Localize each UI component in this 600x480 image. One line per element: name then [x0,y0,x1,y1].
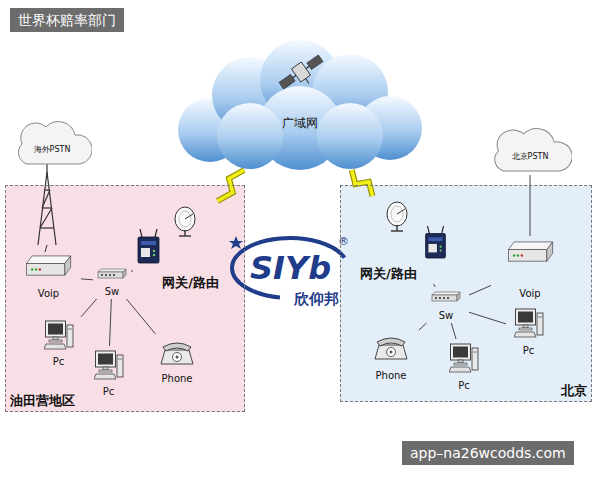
node-outline [12,118,92,168]
logo-star [229,236,243,249]
phone-icon: Phone [151,334,203,386]
node-outline [488,125,572,175]
device-icon [97,268,127,280]
node-label: 网关/路由 [162,275,219,291]
gateway-router: 网关/路由 [356,196,459,284]
cable-line [469,312,506,324]
voip-gateway: Voip [491,236,569,301]
cable-line [469,285,491,295]
device-icon [423,226,448,259]
node-label: 北京 [561,383,587,399]
device-icon [431,291,461,303]
radio-tower [38,160,56,245]
pstn-cloud: 海外PSTN [12,118,92,168]
watermark: app–na26wcodds.com [402,441,574,465]
node-label: Pc [53,356,65,368]
pc-icon: Pc [506,304,551,358]
node-label: Voip [38,288,59,300]
antenna-wire [45,245,47,252]
wireless-link-core [352,170,373,196]
device-icon [159,338,195,366]
wireless-link [352,170,373,196]
node-label: 海外PSTN [34,145,71,155]
logo-text: SIYb [250,252,331,284]
wan-cloud: 广域网 [175,40,425,170]
switch: Sw [93,264,131,299]
node-label: Phone [376,370,407,382]
node-label: Voip [519,288,540,300]
device-icon [171,206,201,238]
switch: Sw [423,287,469,323]
device-icon [44,319,74,351]
gateway-router: 网关/路由 [133,201,223,293]
network-cable [81,299,97,317]
cable-line [434,284,436,287]
device-icon [383,201,413,233]
node-label: 广域网 [282,116,318,130]
satellite [277,52,329,98]
cable-line [126,299,155,334]
network-cable [126,299,155,334]
site-region: 北京网关/路由VoipSwPhonePcPc [340,185,592,402]
voip-gateway: Voip [16,251,81,301]
cable-line [110,299,112,346]
site-region: 油田营地区网关/路由VoipSwPcPcPhone [5,185,245,412]
node-label: Sw [439,310,454,322]
cable-line [419,323,427,330]
device-icon [21,254,76,279]
logo-subtitle: 欣仰邦 [294,292,339,307]
device-icon [136,229,161,264]
network-cable [81,279,93,280]
watermark: 世界杯赔率部门 [10,8,124,32]
network-cable [469,285,491,295]
network-cable [469,312,506,324]
device-icon [373,333,409,361]
cable-line [81,279,93,280]
network-cable [419,323,427,330]
phone-icon: Phone [363,329,419,383]
device-icon [449,342,479,374]
node-label: 北京PSTN [512,152,549,162]
node-label: Pc [458,380,470,392]
pc-icon: Pc [441,339,487,393]
node-label: Sw [105,286,120,298]
network-cable [131,271,133,272]
cable-line [451,323,456,339]
cable-line [81,299,97,317]
node-label: 网关/路由 [360,266,417,282]
wireless-link-outline [352,170,373,196]
pc-icon: Pc [36,316,81,369]
node-label: Phone [162,373,193,385]
node-label: Pc [523,345,535,357]
node-label: Pc [103,386,115,398]
region-fill [340,185,592,402]
device-icon [94,349,124,381]
logo-ring [232,238,345,298]
network-cable [434,284,436,287]
network-cable [110,299,112,346]
node-outline [175,40,425,170]
device-icon [503,240,558,265]
pstn-cloud: 北京PSTN [488,125,572,175]
pc-icon: Pc [86,346,131,399]
node-label: 油田营地区 [10,393,75,409]
cable-line [131,271,133,272]
device-icon [514,307,544,339]
registered-mark: ® [338,236,349,247]
network-cable [451,323,456,339]
